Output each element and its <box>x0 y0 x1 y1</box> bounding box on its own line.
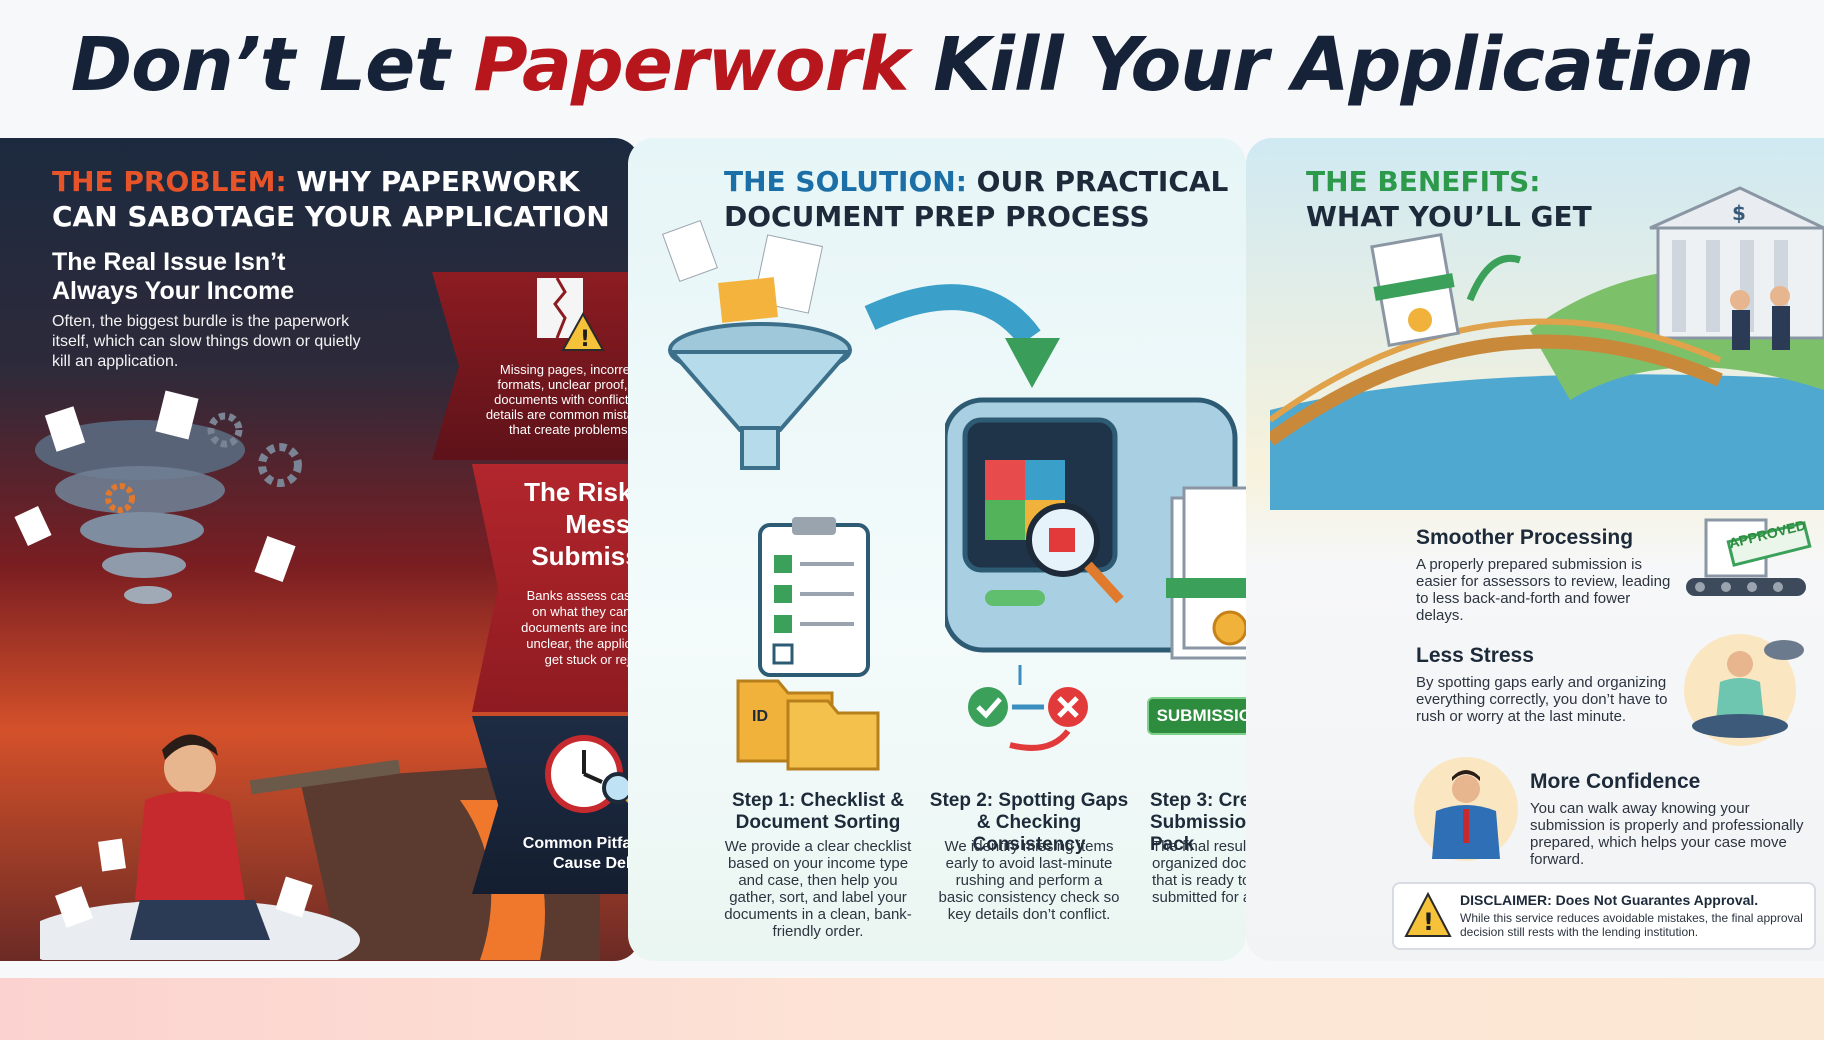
bottom-strip <box>0 978 1824 1040</box>
page-title: Don’t Let Paperwork Kill Your Applicatio… <box>0 22 1824 108</box>
benefit-3-title: More Confidence <box>1530 770 1701 793</box>
step-2-body: We identify missing items early to avoid… <box>938 838 1120 923</box>
scanner-machine-icon <box>945 397 1238 653</box>
step-2-title: Step 2: Spotting Gaps & Checking Consist… <box>929 790 1129 855</box>
solution-heading-line2: DOCUMENT PREP PROCESS <box>724 200 1150 233</box>
warning-icon: ! <box>1404 892 1452 937</box>
businessman-icon <box>1414 757 1518 861</box>
title-part2: Kill Your Application <box>908 22 1754 108</box>
step-1-title: Step 1: Checklist & Document Sorting <box>731 790 905 833</box>
problem-label: THE PROBLEM: <box>52 165 287 198</box>
problem-subheading: The Real Issue Isn’t Always Your Income <box>52 248 294 306</box>
svg-text:$: $ <box>1732 201 1746 225</box>
svg-text:!: ! <box>580 327 590 352</box>
benefit-1-title: Smoother Processing <box>1416 526 1634 549</box>
benefits-heading-line2: WHAT YOU’LL GET <box>1306 200 1592 233</box>
problem-heading: THE PROBLEM: WHY PAPERWORK CAN SABOTAGE … <box>52 164 610 234</box>
benefits-label: THE BENEFITS: <box>1306 165 1541 198</box>
solution-heading: THE SOLUTION: OUR PRACTICAL DOCUMENT PRE… <box>724 164 1228 234</box>
tornado-icon <box>14 390 302 604</box>
benefit-1-body: A properly prepared submission is easier… <box>1416 556 1671 624</box>
benefit-2-body: By spotting gaps early and organizing ev… <box>1416 674 1668 725</box>
svg-text:!: ! <box>1423 908 1434 936</box>
meditation-icon <box>1684 634 1804 746</box>
process-arrow <box>864 284 1060 388</box>
id-document-tag: ID <box>752 708 768 725</box>
conveyor-approved-icon <box>1686 518 1812 596</box>
mistakes-text: Missing pages, incorrect formats, unclea… <box>485 362 655 437</box>
disclaimer-box: ! DISCLAIMER: Does Not Guarantes Approva… <box>1392 882 1816 950</box>
disclaimer-body: While this service reduces avoidable mis… <box>1460 911 1803 939</box>
solution-heading-rest: OUR PRACTICAL <box>966 165 1229 198</box>
problem-heading-rest: WHY PAPERWORK <box>286 165 580 198</box>
torn-document-warning-icon: ! <box>537 277 605 352</box>
checklist-icon <box>758 517 870 677</box>
title-accent: Paperwork <box>473 22 909 108</box>
problem-heading-line2: CAN SABOTAGE YOUR APPLICATION <box>52 200 610 233</box>
title-part1: Don’t Let <box>70 22 474 108</box>
solution-label: THE SOLUTION: <box>724 165 967 198</box>
problem-sub-line1: The Real Issue Isn’t <box>52 248 286 276</box>
benefit-3-body: You can walk away knowing your submissio… <box>1530 800 1804 868</box>
check-cross-icons <box>968 665 1088 751</box>
problem-body: Often, the biggest burdle is the paperwo… <box>52 313 361 370</box>
bank-bridge-illustration: $ <box>1270 186 1824 510</box>
folder-icon <box>736 679 880 771</box>
step-1-body: We provide a clear checklist based on yo… <box>724 838 912 940</box>
benefit-2-title: Less Stress <box>1416 644 1534 667</box>
disclaimer-title: DISCLAIMER: Does Not Guarantes Approval. <box>1460 892 1759 908</box>
problem-sub-line2: Always Your Income <box>52 277 295 305</box>
funnel-icon <box>662 220 853 470</box>
benefits-heading: THE BENEFITS: WHAT YOU’LL GET <box>1306 164 1592 234</box>
